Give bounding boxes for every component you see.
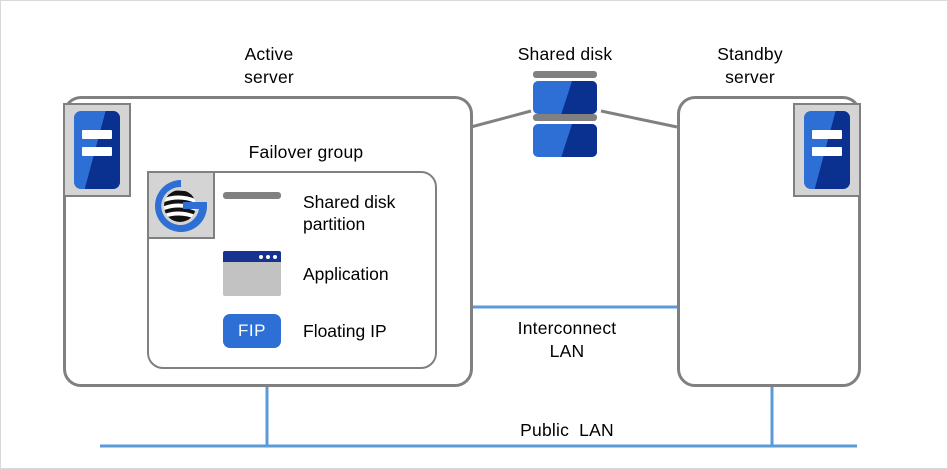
interconnect-lan-label: Interconnect LAN bbox=[517, 318, 617, 361]
standby-server-box[interactable] bbox=[677, 96, 861, 387]
server-tower-body bbox=[804, 111, 850, 189]
shared-disk-bottom-cap bbox=[533, 114, 597, 121]
server-tower-slot-2 bbox=[812, 147, 842, 156]
shared-disk-top-shading bbox=[533, 81, 597, 114]
standby-server-tower-icon bbox=[793, 103, 861, 197]
resource-application[interactable]: Application bbox=[223, 251, 389, 296]
logo-g-ring bbox=[155, 180, 207, 232]
disk-body bbox=[223, 202, 281, 234]
shared-disk-link-standby bbox=[600, 109, 678, 129]
expresscluster-logo-glyph bbox=[155, 180, 207, 232]
app-window-dot-3 bbox=[273, 254, 277, 259]
server-tower-slot-1 bbox=[812, 130, 842, 139]
server-tower-slot-2 bbox=[82, 147, 112, 156]
resource-floating-ip[interactable]: FIP Floating IP bbox=[223, 314, 387, 348]
shared-disk-top-body bbox=[533, 81, 597, 114]
app-window-dot-2 bbox=[266, 254, 270, 259]
active-server-tower-icon bbox=[63, 103, 131, 197]
shared-disk-link-active bbox=[470, 109, 532, 129]
shared-disk-label: Shared disk bbox=[517, 44, 613, 64]
server-tower-slot-1 bbox=[82, 130, 112, 139]
shared-disk-top-cap bbox=[533, 71, 597, 78]
shared-disk-unit-bottom[interactable] bbox=[533, 114, 597, 157]
app-window-titlebar bbox=[223, 251, 281, 262]
standby-server-label: Standby server bbox=[717, 44, 783, 87]
resource-shared-disk-partition[interactable]: Shared disk partition bbox=[223, 191, 395, 235]
shared-disk-bottom-body bbox=[533, 124, 597, 157]
failover-group-box[interactable] bbox=[147, 171, 437, 369]
resource-label-shared-disk-partition: Shared disk partition bbox=[303, 192, 396, 234]
failover-group-label: Failover group bbox=[248, 142, 364, 162]
active-server-box[interactable] bbox=[63, 96, 473, 387]
app-window-icon bbox=[223, 251, 281, 296]
resource-label-floating-ip: Floating IP bbox=[303, 321, 387, 341]
resource-label-application: Application bbox=[303, 263, 389, 284]
shared-disk-unit-top[interactable] bbox=[533, 71, 597, 114]
public-lan-label: Public LAN bbox=[520, 420, 614, 440]
fip-badge-icon: FIP bbox=[223, 314, 281, 348]
disk-icon bbox=[223, 192, 281, 234]
server-tower-body bbox=[74, 111, 120, 189]
disk-cap bbox=[223, 192, 281, 199]
shared-disk-bottom-shading bbox=[533, 124, 597, 157]
expresscluster-logo-icon bbox=[147, 171, 215, 239]
app-window-dot-1 bbox=[259, 254, 263, 259]
active-server-label: Active server bbox=[244, 44, 294, 87]
